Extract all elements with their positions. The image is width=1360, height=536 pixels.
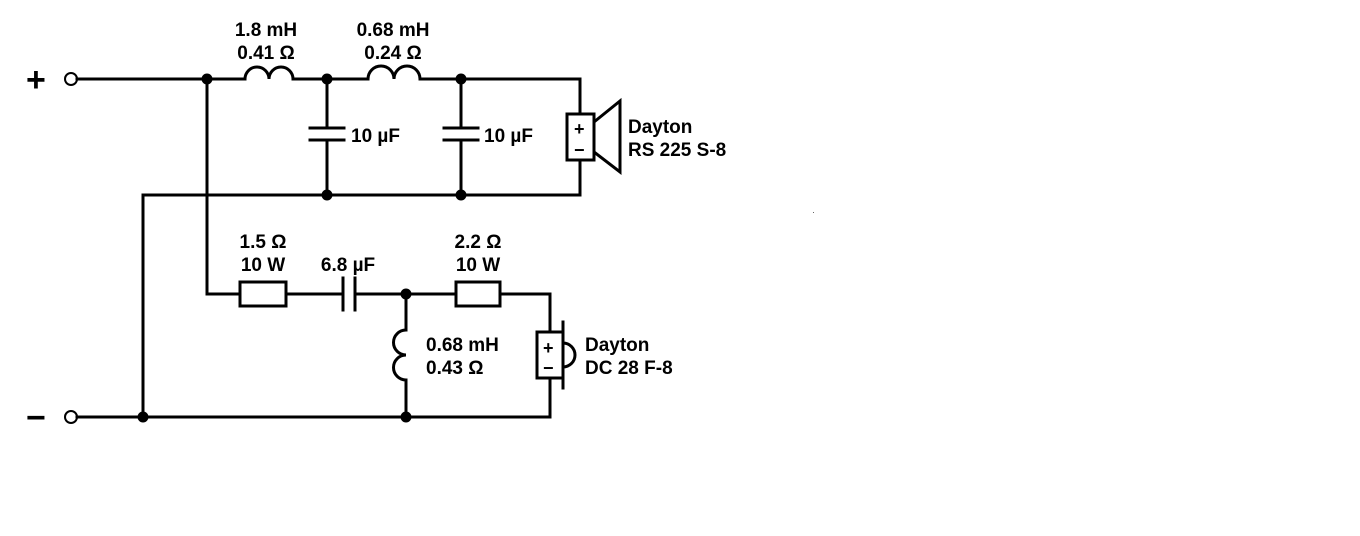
tweeter-inductor-resistance: 0.43 Ω bbox=[426, 358, 484, 379]
negative-rail-wires bbox=[75, 193, 552, 419]
positive-terminal-symbol: + bbox=[26, 61, 46, 99]
woofer-capacitor-2 bbox=[442, 77, 480, 197]
negative-terminal-symbol: − bbox=[26, 399, 46, 437]
tweeter-speaker-model: DC 28 F-8 bbox=[585, 358, 673, 379]
woofer-capacitor-2-value: 10 µF bbox=[484, 126, 533, 147]
tweeter-resistor-2-resistance: 2.2 Ω bbox=[455, 232, 502, 253]
tweeter-capacitor bbox=[341, 276, 357, 312]
tweeter-minus-symbol: − bbox=[543, 358, 554, 378]
tweeter-resistor-1 bbox=[238, 280, 288, 308]
woofer-minus-symbol: − bbox=[574, 140, 585, 160]
top-rail-wires bbox=[75, 77, 582, 197]
woofer-plus-symbol: + bbox=[574, 119, 585, 139]
woofer-inductor-1 bbox=[243, 65, 295, 81]
woofer-inductor-1-inductance: 1.8 mH bbox=[235, 20, 297, 41]
stray-pixel bbox=[813, 212, 814, 213]
woofer-inductor-2-resistance: 0.24 Ω bbox=[364, 43, 422, 64]
woofer-capacitor-1 bbox=[308, 77, 346, 197]
tweeter-resistor-2 bbox=[454, 280, 502, 308]
woofer-inductor-1-resistance: 0.41 Ω bbox=[237, 43, 295, 64]
tweeter-resistor-1-power: 10 W bbox=[241, 255, 285, 276]
tweeter-plus-symbol: + bbox=[543, 338, 554, 358]
tweeter-inductor bbox=[392, 328, 408, 382]
woofer-capacitor-1-value: 10 µF bbox=[351, 126, 400, 147]
tweeter-capacitor-value: 6.8 µF bbox=[321, 255, 375, 276]
positive-terminal bbox=[64, 72, 78, 86]
tweeter-inductor-inductance: 0.68 mH bbox=[426, 335, 499, 356]
tweeter-speaker-brand: Dayton bbox=[585, 335, 649, 356]
woofer-inductor-2 bbox=[366, 64, 422, 81]
woofer-speaker-model: RS 225 S-8 bbox=[628, 140, 726, 161]
tweeter-resistor-2-power: 10 W bbox=[456, 255, 500, 276]
woofer-speaker: + − bbox=[565, 97, 622, 176]
negative-terminal bbox=[64, 410, 78, 424]
junction-dots bbox=[137, 73, 467, 423]
woofer-inductor-2-inductance: 0.68 mH bbox=[357, 20, 430, 41]
woofer-speaker-brand: Dayton bbox=[628, 117, 692, 138]
tweeter-speaker: + − bbox=[535, 320, 577, 390]
tweeter-resistor-1-resistance: 1.5 Ω bbox=[240, 232, 287, 253]
